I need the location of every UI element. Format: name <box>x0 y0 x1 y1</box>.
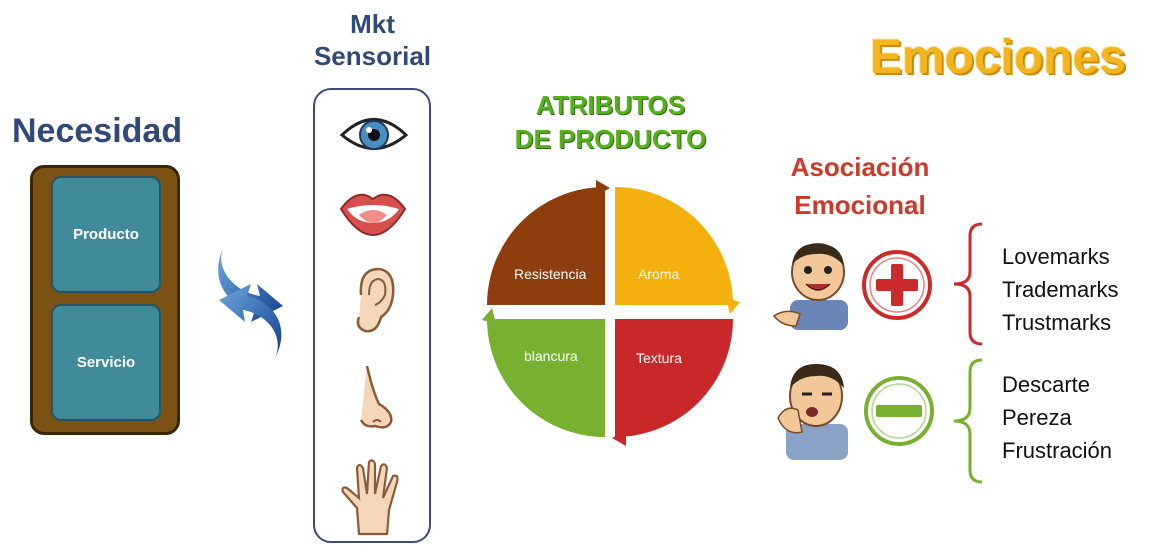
arrow-tip-resistencia <box>596 180 610 196</box>
mouth-icon <box>339 193 407 237</box>
necesidad-title: Necesidad <box>12 112 183 150</box>
emociones-title: Emociones <box>869 31 1127 84</box>
quadrant-resistencia <box>487 187 605 305</box>
arrow-tip-blancura <box>482 308 496 324</box>
list-item-pereza: Pereza <box>1002 405 1072 430</box>
necesidad-container: Producto Servicio <box>30 165 180 435</box>
mkt-sensorial-title: Mkt Sensorial <box>300 8 445 72</box>
cycle-arrows-icon <box>218 248 283 358</box>
quadrant-textura <box>615 319 733 437</box>
negative-brace <box>953 358 983 484</box>
eye-icon <box>339 118 409 150</box>
asociacion-title: Asociación Emocional <box>760 148 960 224</box>
attributes-circle <box>482 180 740 446</box>
mkt-title-line1: Mkt <box>350 9 395 39</box>
label-textura: Textura <box>636 350 682 366</box>
nose-icon <box>359 365 393 429</box>
negative-list: Descarte Pereza Frustración <box>1002 368 1112 467</box>
bored-person-icon <box>777 364 848 460</box>
list-item-trustmarks: Trustmarks <box>1002 310 1112 335</box>
label-aroma: Aroma <box>638 266 680 282</box>
positive-brace <box>953 222 983 346</box>
list-item-frustracion: Frustración <box>1002 438 1113 463</box>
servicio-box: Servicio <box>51 304 161 421</box>
plus-icon <box>862 250 932 320</box>
list-item-lovemarks: Lovemarks <box>1002 244 1110 269</box>
arrow-tip-textura <box>612 430 626 446</box>
label-blancura: blancura <box>524 348 578 364</box>
producto-box: Producto <box>51 176 161 293</box>
asociacion-line2: Emocional <box>794 190 926 220</box>
positive-list: Lovemarks Trademarks Trustmarks <box>1002 240 1119 339</box>
mkt-title-line2: Sensorial <box>313 41 432 71</box>
atributos-title: ATRIBUTOS DE PRODUCTO <box>478 88 743 156</box>
list-item-descarte: Descarte <box>1002 372 1091 397</box>
ear-icon <box>356 267 395 333</box>
quadrant-blancura <box>487 319 605 437</box>
atributos-title-line1: ATRIBUTOS <box>535 90 686 120</box>
label-resistencia: Resistencia <box>514 266 587 282</box>
list-item-trademarks: Trademarks <box>1002 277 1119 302</box>
happy-person-icon <box>772 243 848 330</box>
hand-icon <box>341 459 399 536</box>
minus-icon <box>864 376 934 446</box>
quadrant-aroma <box>615 187 733 305</box>
senses-panel <box>313 88 431 543</box>
atributos-title-line2: DE PRODUCTO <box>514 124 707 154</box>
asociacion-line1: Asociación <box>790 152 930 182</box>
arrow-tip-aroma <box>726 298 740 314</box>
